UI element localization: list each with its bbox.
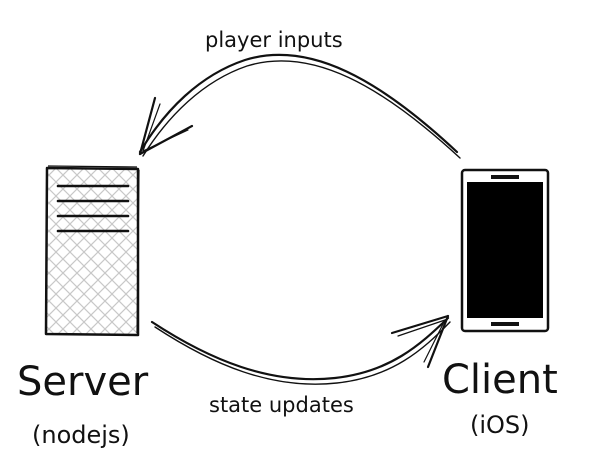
server-icon [44, 165, 140, 337]
client-subtitle: (iOS) [470, 411, 530, 439]
player-inputs-arrow [138, 53, 461, 159]
player-inputs-label: player inputs [205, 28, 343, 52]
state-updates-arrow [150, 314, 451, 385]
client-title: Client [442, 357, 558, 403]
phone-icon [460, 168, 550, 333]
state-updates-label: state updates [209, 393, 354, 417]
server-title: Server [17, 359, 149, 405]
server-subtitle: (nodejs) [32, 421, 130, 449]
